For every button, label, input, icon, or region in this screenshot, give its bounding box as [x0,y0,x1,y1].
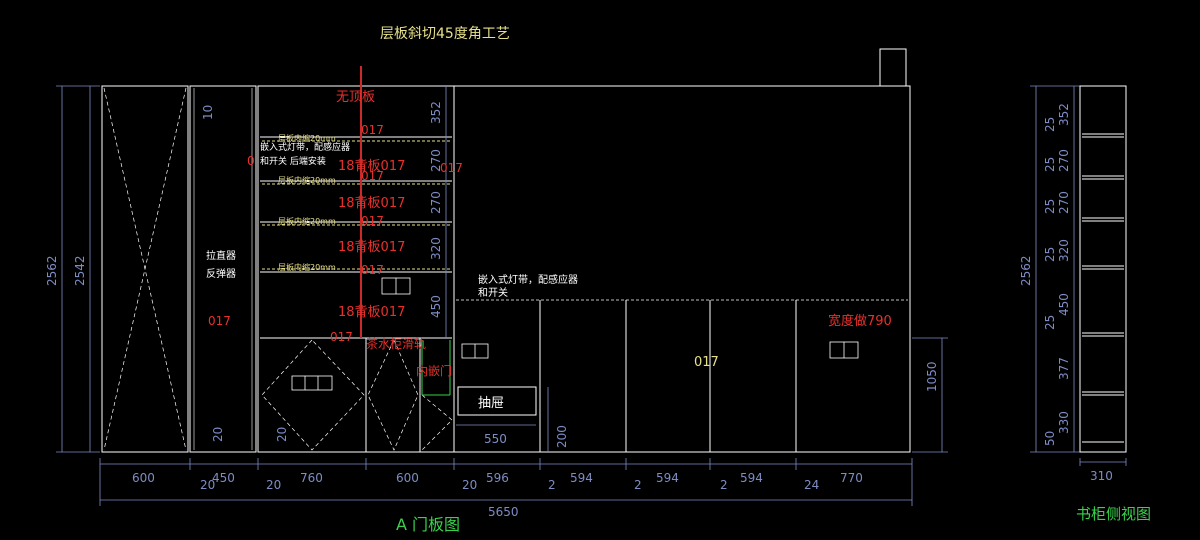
dim-20: 20 [211,427,225,442]
side-spacer: 25 [1043,117,1057,132]
narrow-column [189,85,257,453]
side-section: 330 [1057,411,1071,434]
dim-270: 270 [429,149,443,172]
label-center-code: 017 [694,355,719,370]
label-shelf-note: 层板内缩20mm [278,175,336,185]
label-back1: 18背板017 [338,159,405,174]
dim-352: 352 [429,101,443,124]
dim-1050: 1050 [925,361,939,392]
label-shelf-note: 层板内缩20mm [278,262,336,272]
dim-270: 270 [429,191,443,214]
dim-2: 2 [548,478,556,492]
dim-594: 594 [570,471,593,485]
dim-770: 770 [840,471,863,485]
dim-596: 596 [486,471,509,485]
dim-320: 320 [429,237,443,260]
dim-2542: 2542 [73,255,87,286]
label-code: 017 [440,161,463,175]
label-shelf-note: 层板内缩20mm [278,133,336,143]
dim-2: 2 [634,478,642,492]
side-spacer: 25 [1043,315,1057,330]
side-section: 377 [1057,357,1071,380]
label-code: 017 [361,169,384,183]
label-code: 017 [361,214,384,228]
dim-total: 5650 [488,505,519,519]
inner-door-frame [421,340,451,396]
label-light1-b: 和开关 后端安装 [260,155,326,167]
side-section: 320 [1057,239,1071,262]
dim-600: 600 [132,471,155,485]
side-section: 352 [1057,103,1071,126]
side-view [1079,85,1127,453]
front-elevation [101,48,911,453]
label-rebound: 反弹器 [206,267,236,280]
dim-2: 2 [720,478,728,492]
side-caption: 书柜侧视图 [1076,505,1151,523]
diamond-door-pattern [367,339,419,451]
label-code-left: 017 [208,314,231,328]
dimension-lines [56,85,1127,506]
top-chimney [879,48,907,87]
side-section: 270 [1057,191,1071,214]
dim-20: 20 [462,478,477,492]
side-section: 270 [1057,149,1071,172]
label-code: 017 [330,330,353,344]
label-back2: 18背板017 [338,196,405,211]
side-spacer: 25 [1043,199,1057,214]
side-spacer: 25 [1043,157,1057,172]
dim-200: 200 [555,425,569,448]
label-tea-note: 茶水柜滑轨 [366,336,426,351]
label-code-0: 0 [247,154,255,168]
annotations: 层板斜切45度角工艺 无顶板 017 层板内缩20mm 嵌入式灯带，配感应器 0… [45,26,1151,534]
diamond-door-pattern [261,339,365,451]
inner-door-pattern [421,394,453,451]
dim-594: 594 [740,471,763,485]
label-width-note: 宽度做790 [828,313,892,329]
side-height: 2562 [1019,255,1033,286]
label-drawer: 抽屉 [478,396,504,411]
label-no-top: 无顶板 [336,90,375,105]
label-puller: 拉直器 [206,249,236,262]
title-note: 层板斜切45度角工艺 [380,26,510,42]
dim-24: 24 [804,478,819,492]
dim-10: 10 [201,105,215,120]
dim-450: 450 [429,295,443,318]
dim-2562: 2562 [45,255,59,286]
light-strips [262,140,450,270]
label-code: 017 [361,123,384,137]
dim-20: 20 [266,478,281,492]
drawer [457,386,537,416]
front-caption: A 门板图 [396,515,460,534]
dim-20: 20 [275,427,289,442]
dim-20: 20 [200,478,215,492]
label-code: 017 [361,263,384,277]
label-light2-a: 嵌入式灯带，配感应器 [478,273,578,286]
label-light1-a: 嵌入式灯带，配感应器 [260,141,350,153]
door-cross-line [103,87,187,451]
side-spacer: 25 [1043,247,1057,262]
dim-594: 594 [656,471,679,485]
side-width: 310 [1090,469,1113,483]
dim-550: 550 [484,432,507,446]
dim-600: 600 [396,471,419,485]
label-back4: 18背板017 [338,305,405,320]
dim-450: 450 [212,471,235,485]
side-body [1079,85,1127,453]
right-cabinet [453,85,911,453]
label-back3: 18背板017 [338,240,405,255]
handle [291,375,333,391]
label-shelf-note: 层板内缩20mm [278,216,336,226]
label-inner-door: 内嵌门 [416,363,452,378]
side-section: 450 [1057,293,1071,316]
dim-760: 760 [300,471,323,485]
left-wardrobe-door [101,85,189,453]
label-light2-b: 和开关 [478,286,508,299]
side-spacer: 50 [1043,431,1057,446]
